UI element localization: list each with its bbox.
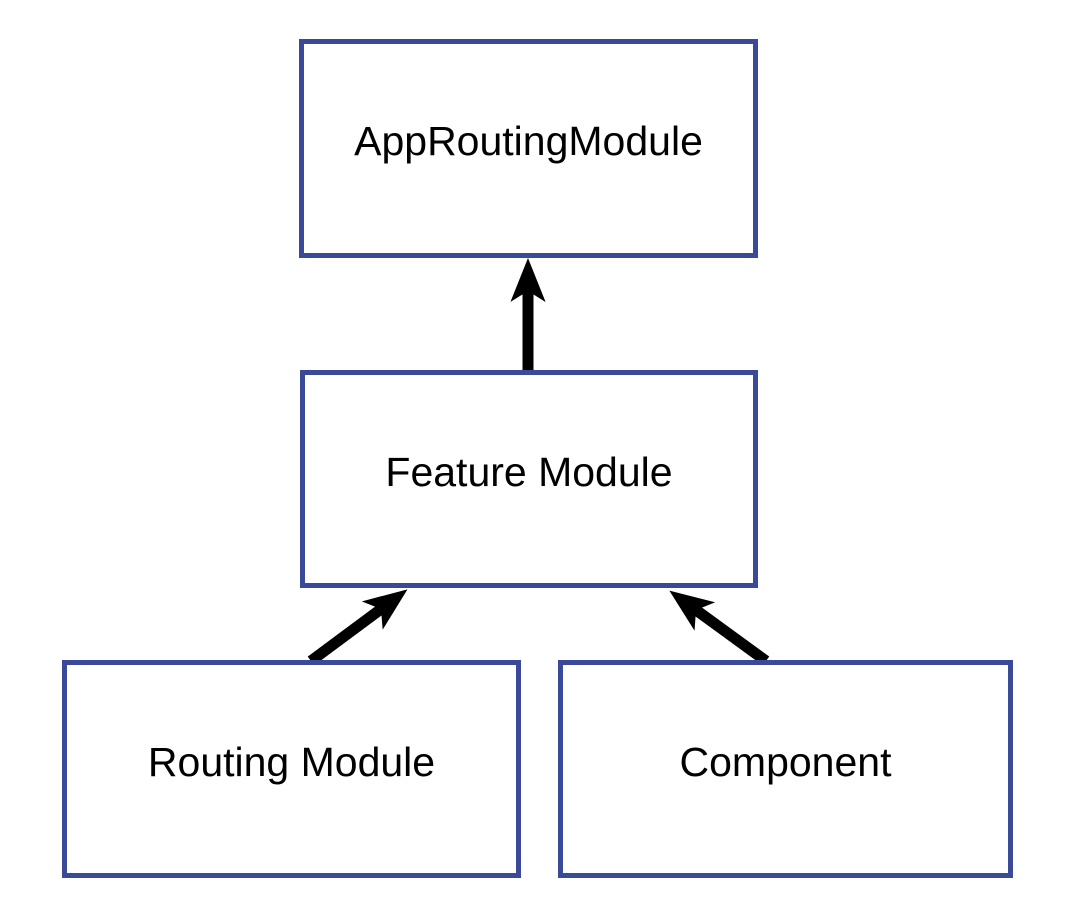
node-routing-module-label: Routing Module: [147, 738, 436, 785]
node-component: Component: [558, 660, 1013, 878]
node-routing-module: Routing Module: [62, 660, 521, 878]
node-app-routing-module-label: AppRoutingModule: [354, 118, 703, 164]
arrow-component-to-feature: [669, 590, 770, 666]
node-feature-module-label: Feature Module: [385, 448, 673, 495]
node-component-label: Component: [679, 738, 892, 785]
node-feature-module: Feature Module: [300, 370, 758, 588]
node-app-routing-module: AppRoutingModule: [299, 39, 758, 258]
arrow-routingmodule-to-feature: [307, 589, 408, 666]
